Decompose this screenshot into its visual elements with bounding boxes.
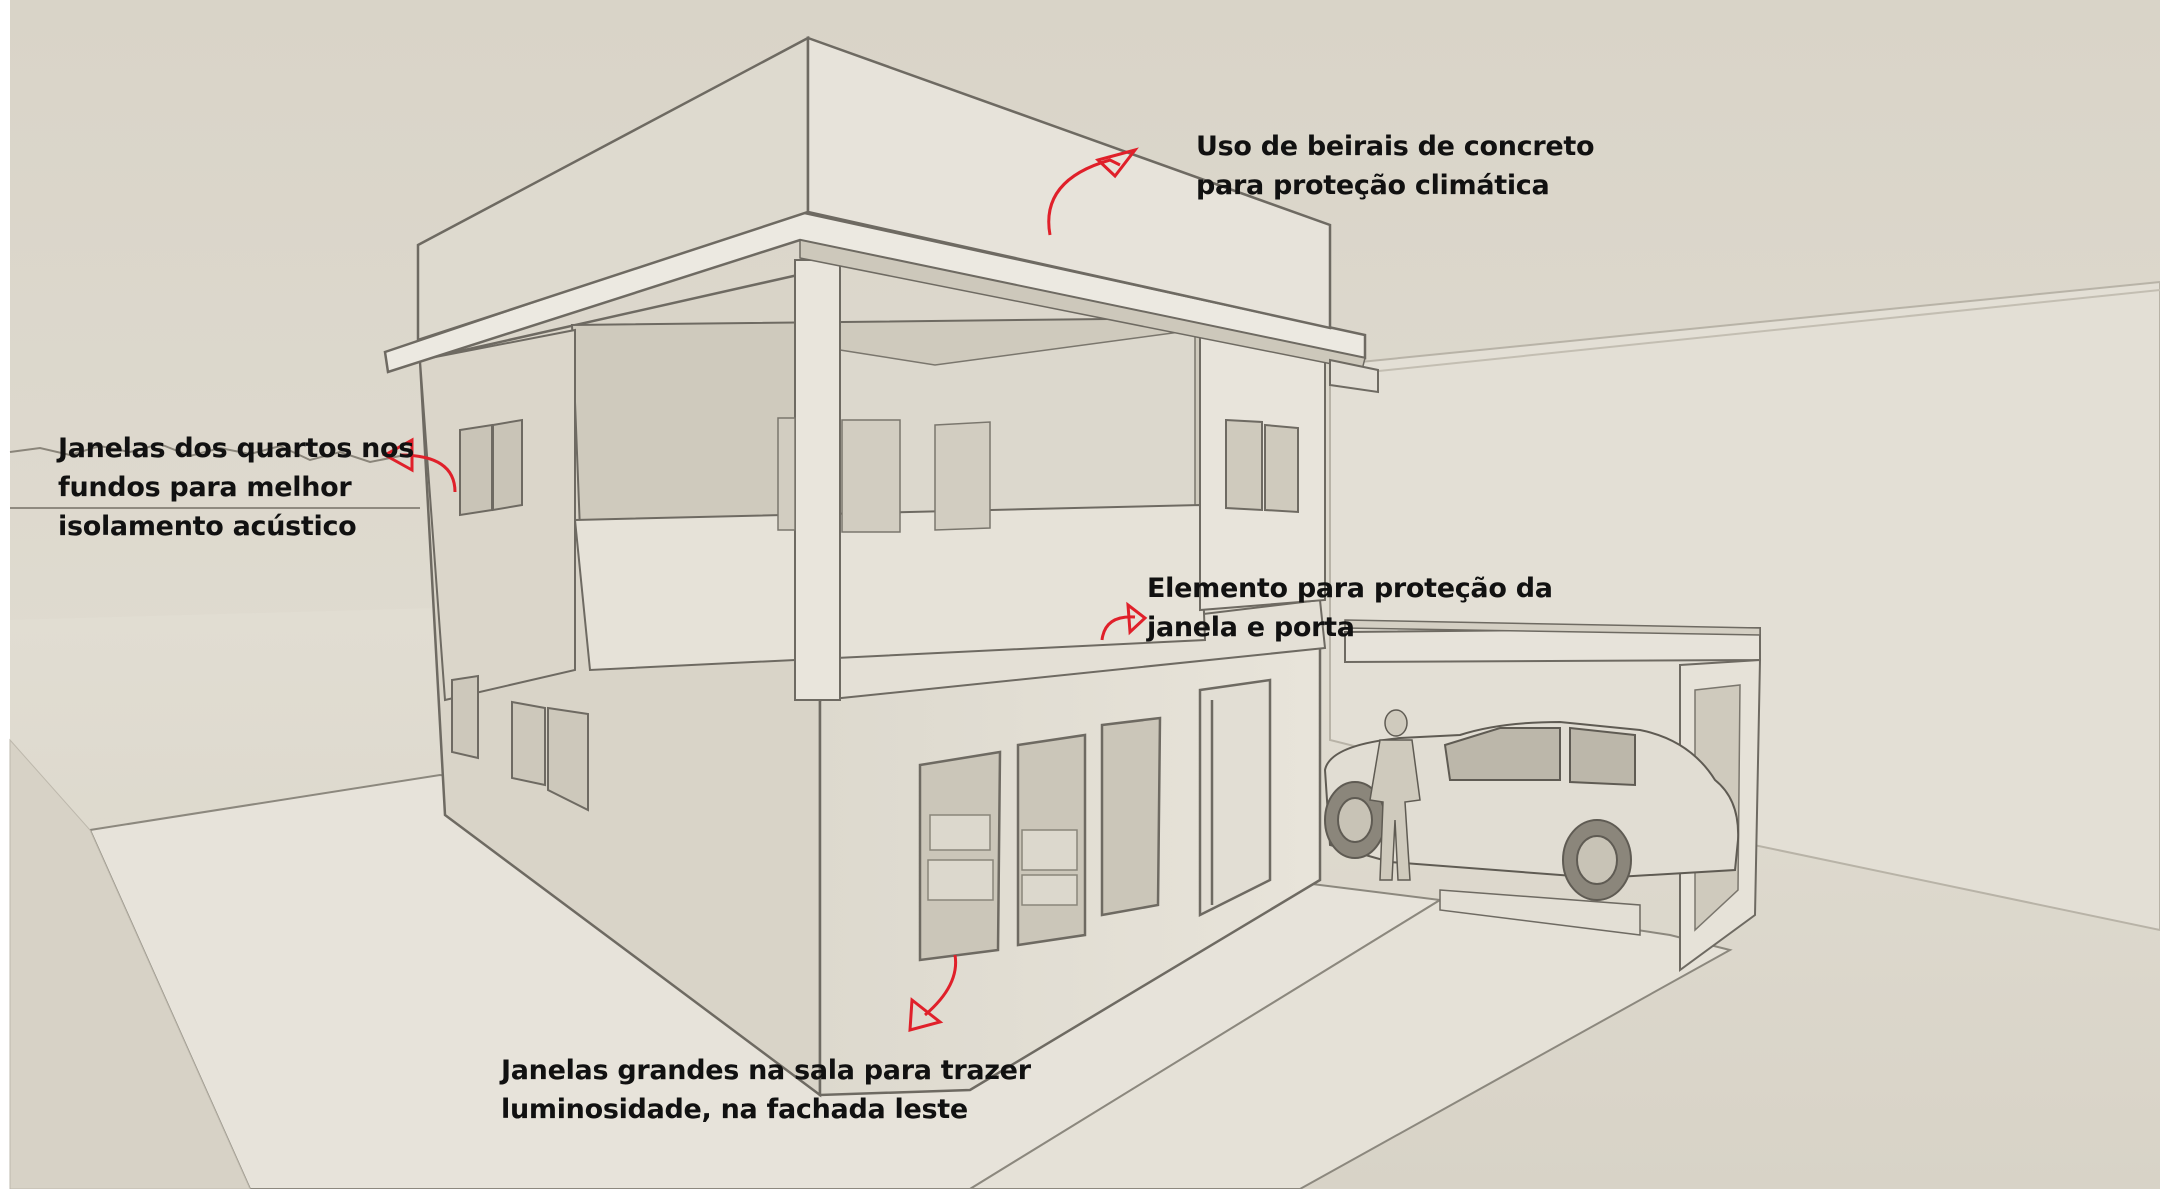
- balcony-parapet: [573, 503, 1207, 672]
- roof-secondary-eave: [1329, 358, 1379, 394]
- balcony-doors: [777, 417, 991, 533]
- red-arrow-icon: [1100, 601, 1148, 641]
- annotation-line: Uso de beirais de concreto: [1196, 131, 1595, 162]
- carport-roof-side: [1344, 619, 1761, 636]
- annotation-line: isolamento acústico: [58, 511, 357, 542]
- annotation-eaves: Uso de beirais de concreto para proteção…: [1196, 127, 1595, 205]
- roof-parapet-front: [806, 36, 1332, 330]
- side-windows-ground: [451, 674, 589, 812]
- interior-furniture: [927, 814, 1078, 906]
- red-arrow-icon: [1047, 147, 1139, 236]
- annotation-living-windows: Janelas grandes na sala para trazer lumi…: [501, 1051, 1031, 1129]
- annotation-line: Janelas dos quartos nos: [58, 433, 415, 464]
- left-edge-strip: [0, 0, 10, 1189]
- annotation-line: Janelas grandes na sala para trazer: [501, 1055, 1031, 1086]
- annotation-line: janela e porta: [1147, 612, 1355, 643]
- front-door: [1198, 678, 1272, 918]
- annotation-line: Elemento para proteção da: [1147, 573, 1553, 604]
- upper-right-window: [1225, 418, 1299, 514]
- annotation-line: luminosidade, na fachada leste: [501, 1094, 968, 1125]
- annotation-line: fundos para melhor: [58, 472, 352, 503]
- balcony-column: [794, 259, 841, 701]
- carport-low-wall: [1439, 889, 1641, 936]
- annotation-line: para proteção climática: [1196, 170, 1550, 201]
- annotation-protection-element: Elemento para proteção da janela e porta: [1147, 569, 1553, 647]
- sidewalk-pavers: [9, 738, 251, 1189]
- upper-left-wall: [418, 328, 576, 702]
- red-arrow-icon: [381, 437, 457, 493]
- annotation-bedroom-windows: Janelas dos quartos nos fundos para melh…: [58, 429, 414, 546]
- car-icon: [1323, 720, 1740, 901]
- upper-left-window: [459, 418, 523, 517]
- person-figure-icon: [1369, 709, 1421, 881]
- boundary-wall-line: [1339, 289, 2160, 376]
- distant-vegetation: [9, 442, 401, 464]
- red-arrow-icon: [908, 954, 958, 1032]
